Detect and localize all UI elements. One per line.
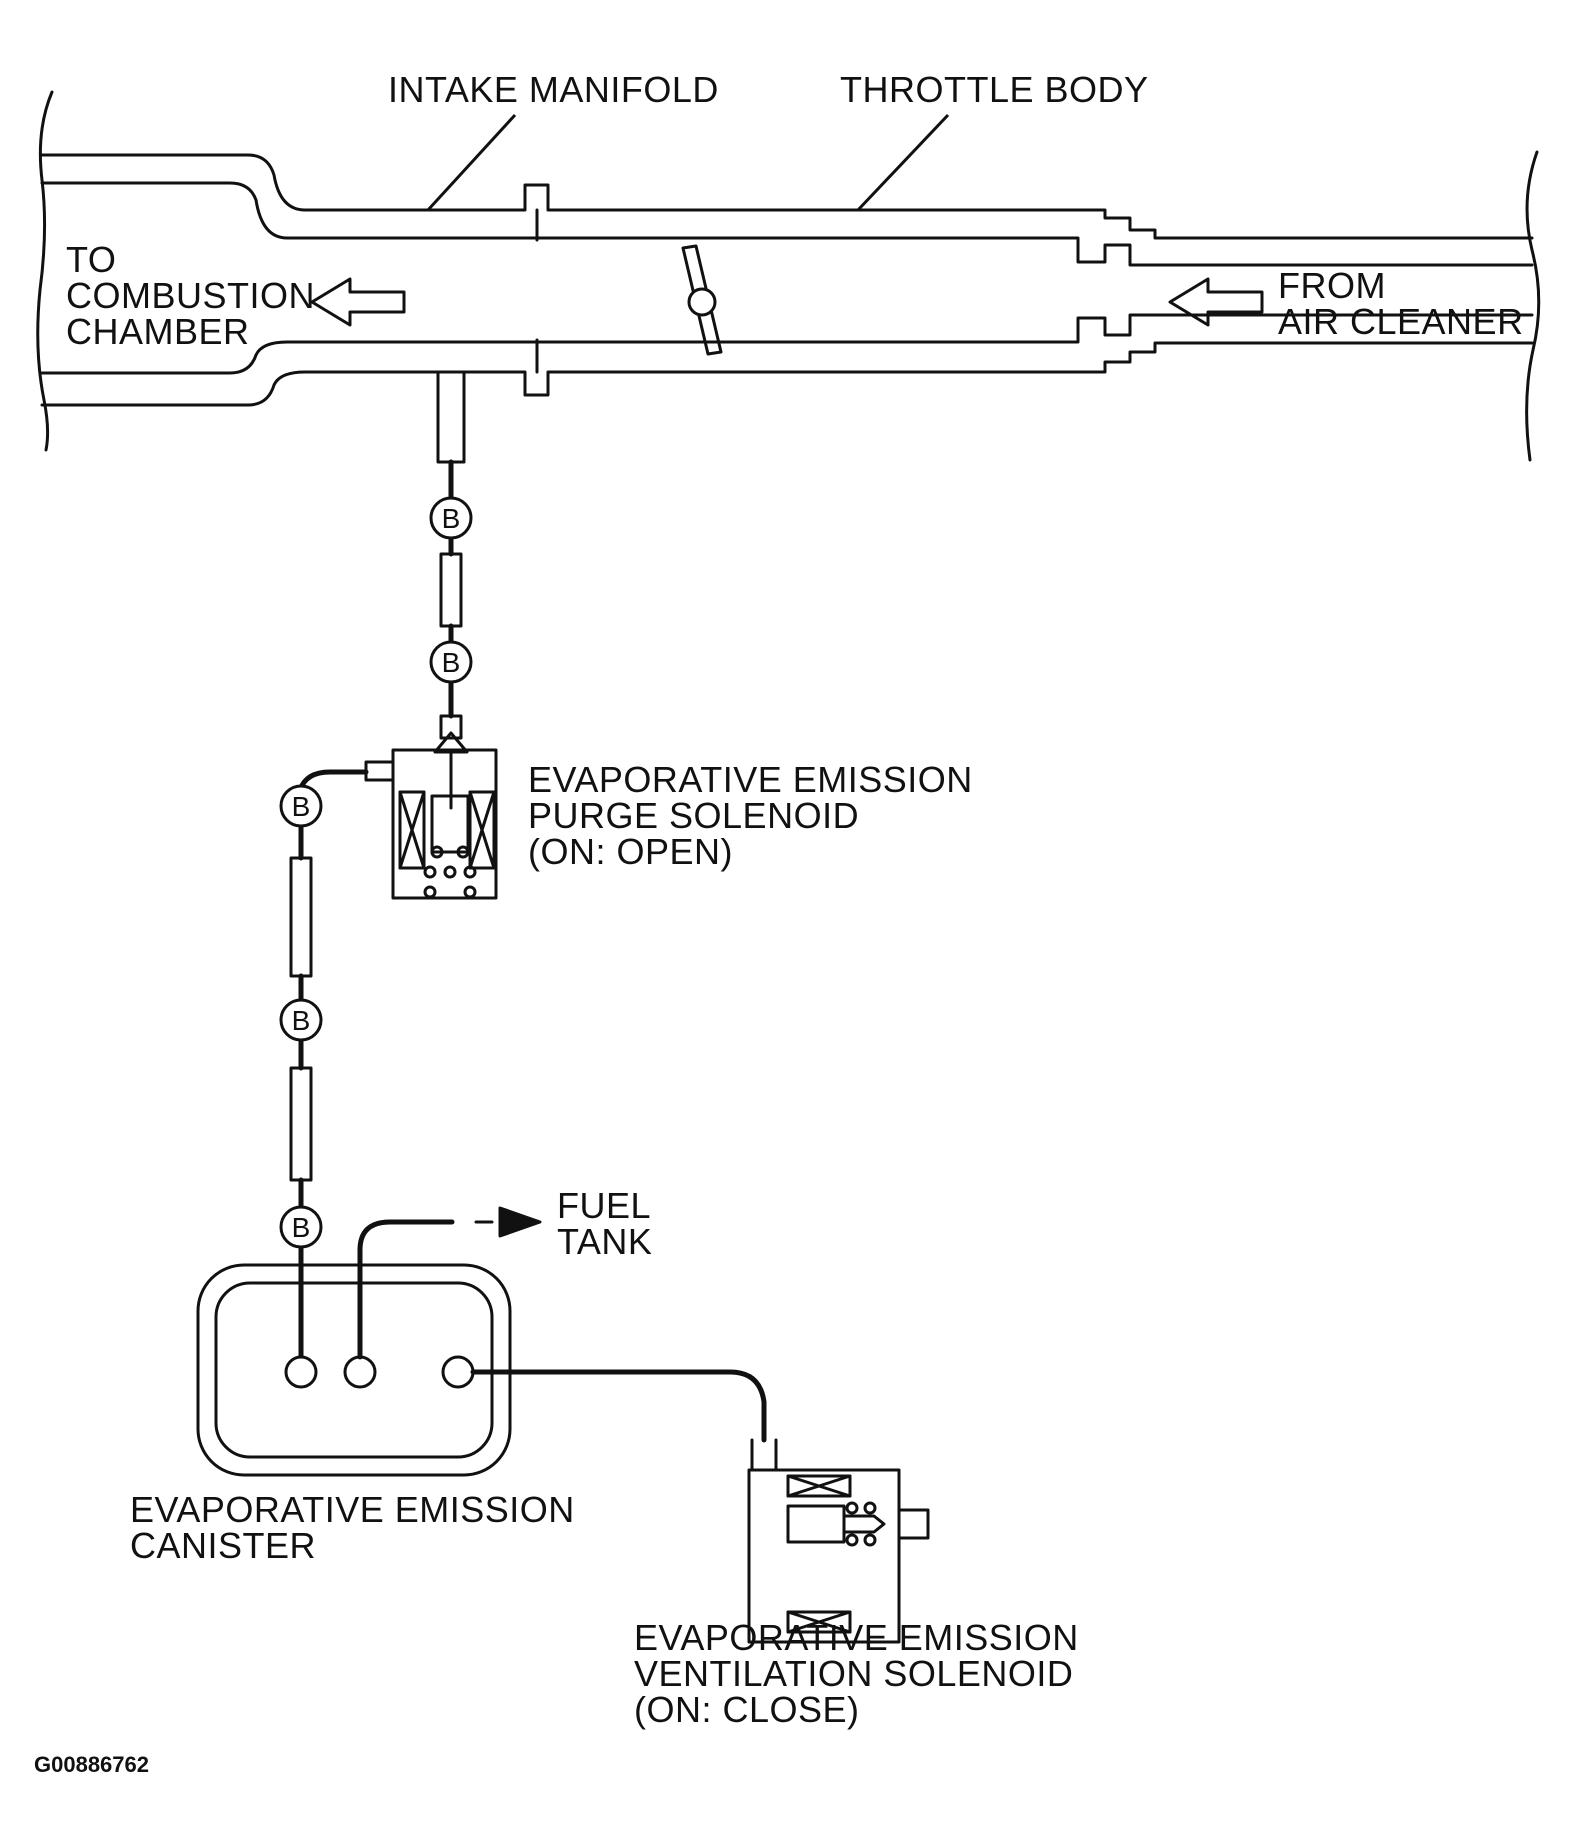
hose-marker-b: B <box>279 1205 323 1249</box>
hose-marker-b: B <box>429 640 473 684</box>
right-break-line <box>1525 150 1541 462</box>
vent-solenoid-inlet <box>750 1438 778 1472</box>
solenoid-outlet <box>439 714 463 740</box>
label-to-combustion-chamber: TO COMBUSTION CHAMBER <box>66 242 315 350</box>
purge-solenoid-plunger <box>430 794 470 854</box>
purge-port <box>436 370 466 464</box>
intake-manifold-lower-inner <box>40 313 1534 375</box>
hose-segment <box>289 1066 313 1182</box>
label-line: CANISTER <box>130 1525 317 1566</box>
hose-marker-label: B <box>442 503 461 534</box>
label-line: TO <box>66 239 117 280</box>
label-line: PURGE SOLENOID <box>528 795 860 836</box>
label-line: EVAPORATIVE EMISSION <box>528 759 973 800</box>
label-line: AIR CLEANER <box>1278 301 1524 342</box>
intake-manifold-upper-outer <box>40 153 1534 240</box>
hose-marker-label: B <box>292 791 311 822</box>
label-throttle-body: THROTTLE BODY <box>840 69 1149 110</box>
intake-manifold-lower-outer <box>40 341 1534 407</box>
leader-throttle-body <box>856 113 950 212</box>
vent-solenoid-plunger <box>786 1504 846 1544</box>
label-canister: EVAPORATIVE EMISSION CANISTER <box>130 1492 575 1564</box>
label-intake-manifold: INTAKE MANIFOLD <box>388 69 719 110</box>
purge-solenoid-inlet <box>364 760 395 782</box>
label-line: (ON: OPEN) <box>528 831 734 872</box>
label-line: FROM <box>1278 265 1386 306</box>
arrow-to-fuel-tank <box>498 1206 542 1238</box>
figure-code: G00886762 <box>34 1752 149 1777</box>
arrow-from-air-cleaner <box>1168 277 1264 327</box>
label-ventilation-solenoid: EVAPORATIVE EMISSION VENTILATION SOLENOI… <box>634 1620 1079 1728</box>
label-line: FUEL <box>557 1185 652 1226</box>
label-line: COMBUSTION <box>66 275 316 316</box>
hose-marker-b: B <box>429 496 473 540</box>
label-line: EVAPORATIVE EMISSION <box>130 1489 575 1530</box>
left-break-line <box>36 90 54 452</box>
hose-marker-b: B <box>279 998 323 1042</box>
hose-marker-label: B <box>292 1005 311 1036</box>
canister-port-purge <box>284 1355 318 1389</box>
throttle-plate <box>681 244 723 356</box>
hose-marker-label: B <box>442 647 461 678</box>
label-line: EVAPORATIVE EMISSION <box>634 1617 1079 1658</box>
intake-manifold-upper-inner <box>40 181 1534 267</box>
leader-intake-manifold <box>426 113 517 212</box>
label-fuel-tank: FUEL TANK <box>557 1188 652 1260</box>
label-line: VENTILATION SOLENOID <box>634 1653 1074 1694</box>
label-from-air-cleaner: FROM AIR CLEANER <box>1278 268 1524 340</box>
label-line: (ON: CLOSE) <box>634 1689 860 1730</box>
canister-port-fuel-tank <box>343 1355 377 1389</box>
hose-marker-label: B <box>292 1212 311 1243</box>
label-line: CHAMBER <box>66 311 250 352</box>
vent-solenoid-outlet <box>897 1508 930 1540</box>
hose-segment <box>439 552 463 628</box>
hose-segment <box>289 856 313 978</box>
purge-solenoid-body <box>391 748 498 900</box>
throttle-shaft <box>687 287 717 317</box>
label-purge-solenoid: EVAPORATIVE EMISSION PURGE SOLENOID (ON:… <box>528 762 973 870</box>
arrow-to-combustion <box>310 277 406 327</box>
canister-port-vent <box>441 1355 475 1389</box>
vent-solenoid-body <box>747 1468 901 1644</box>
hose-marker-b: B <box>279 784 323 828</box>
label-line: TANK <box>557 1221 653 1262</box>
